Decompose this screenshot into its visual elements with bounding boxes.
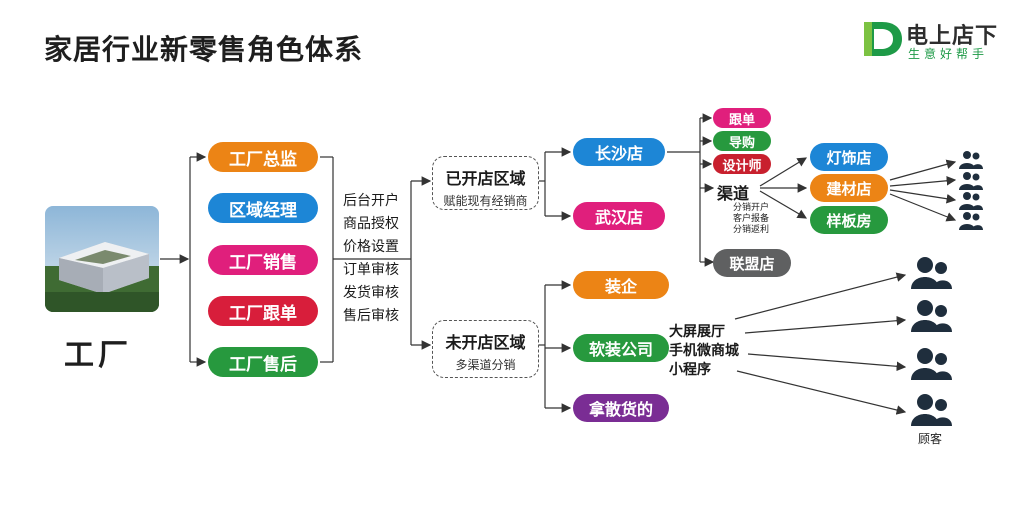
alliance-store: 联盟店 <box>713 249 791 277</box>
customer-label: 顾客 <box>918 432 943 446</box>
operation-item: 价格设置 <box>343 239 399 255</box>
partner-lighting-store: 灯饰店 <box>810 143 888 171</box>
store-changsha: 长沙店 <box>573 138 665 166</box>
role-factory-after-sales: 工厂售后 <box>208 347 318 377</box>
channel-sub-item: 分销返利 <box>733 225 770 235</box>
channel-label: 渠道 <box>717 184 750 203</box>
factory-label: 工厂 <box>64 338 132 373</box>
online-channels: 大屏展厅 手机微商城 小程序 <box>669 323 739 380</box>
operation-item: 发货审核 <box>343 285 399 301</box>
people-icon <box>959 172 983 190</box>
unopened-region-title: 未开店区域 <box>445 333 526 352</box>
role-factory-follow-up: 工厂跟单 <box>208 296 318 326</box>
channel-bulk-buyers: 拿散货的 <box>573 394 669 422</box>
logo-tagline: 生意好帮手 <box>908 47 989 61</box>
customer-group-icon <box>911 300 952 332</box>
factory-photo <box>45 206 159 312</box>
opened-region-box: 已开店区域 赋能现有经销商 <box>432 156 539 210</box>
channel-sub-item: 客户报备 <box>733 214 770 224</box>
function-shopping-guide: 导购 <box>713 131 771 151</box>
opened-region-title: 已开店区域 <box>445 169 526 188</box>
operations-list: 后台开户 商品授权 价格设置 订单审核 发货审核 售后审核 <box>343 190 399 328</box>
operation-item: 售后审核 <box>343 308 399 324</box>
role-regional-manager: 区域经理 <box>208 193 318 223</box>
operation-item: 订单审核 <box>343 262 399 278</box>
logo-icon <box>864 22 902 56</box>
logo-name: 电上店下 <box>906 24 999 49</box>
customer-group-icon <box>911 257 952 289</box>
customer-group-icon <box>911 394 952 426</box>
operation-item: 后台开户 <box>343 193 399 209</box>
channel-decoration-company: 装企 <box>573 271 669 299</box>
partner-building-materials-store: 建材店 <box>810 174 888 202</box>
store-wuhan: 武汉店 <box>573 202 665 230</box>
channel-soft-furnishing: 软装公司 <box>573 334 669 362</box>
page-title: 家居行业新零售角色体系 <box>44 33 364 66</box>
channel-sub-item: 分销开户 <box>733 203 770 213</box>
unopened-region-box: 未开店区域 多渠道分销 <box>432 320 539 378</box>
unopened-region-subtitle: 多渠道分销 <box>455 358 516 372</box>
people-icon <box>959 151 983 169</box>
people-icon <box>959 212 983 230</box>
people-icon <box>959 192 983 210</box>
channel-sub-list: 分销开户 客户报备 分销返利 <box>733 203 769 236</box>
role-factory-director: 工厂总监 <box>208 142 318 172</box>
opened-region-subtitle: 赋能现有经销商 <box>443 194 528 208</box>
online-channel-item: 小程序 <box>669 362 711 378</box>
function-follow-up: 跟单 <box>713 108 771 128</box>
online-channel-item: 大屏展厅 <box>669 324 725 340</box>
function-designer: 设计师 <box>713 154 771 174</box>
role-factory-sales: 工厂销售 <box>208 245 318 275</box>
customer-group-icon <box>911 348 952 380</box>
partner-showroom: 样板房 <box>810 206 888 234</box>
online-channel-item: 手机微商城 <box>669 343 739 359</box>
operation-item: 商品授权 <box>343 216 399 232</box>
